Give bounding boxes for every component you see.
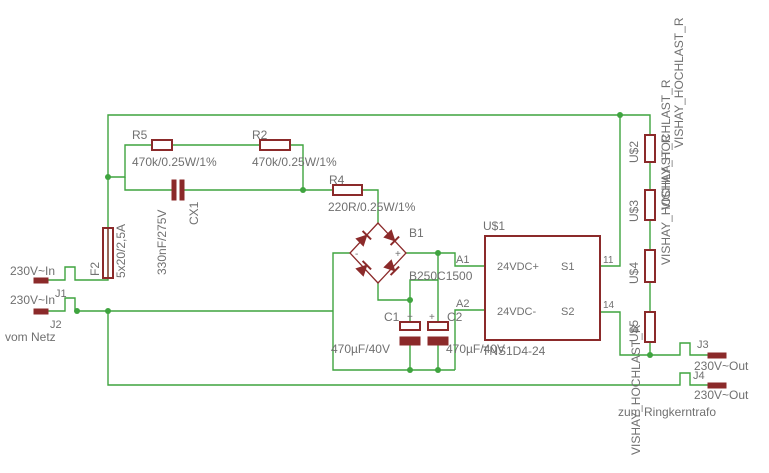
svg-text:+: + — [395, 249, 401, 260]
j2-note: vom Netz — [5, 330, 56, 344]
load-resistor-u3: U$3 VISHAY_HOCHLAST_R — [627, 79, 673, 222]
fuse-f2: F2 5x20/2,5A — [88, 224, 128, 279]
r5-value: 470k/0.25W/1% — [132, 155, 217, 169]
u1-pin-s1: S1 — [561, 261, 574, 273]
connector-j2: 230V~In J2 vom Netz — [5, 293, 62, 344]
u5-value: VISHAY_HOCHLAST_R — [629, 324, 643, 455]
svg-text:+: + — [429, 312, 435, 323]
junctions — [74, 112, 653, 373]
j3-label: 230V~Out — [694, 359, 749, 373]
r4-name: R4 — [329, 173, 345, 187]
j2-label: 230V~In — [10, 293, 55, 307]
capacitor-cx1: CX1 330nF/275V — [155, 179, 201, 275]
u3-name: U$3 — [627, 200, 641, 222]
u1-pin-minus: 24VDC- — [497, 306, 536, 318]
u1-value: TNS1D4-24 — [482, 344, 546, 358]
connector-j1: 230V~In J1 — [10, 264, 67, 300]
module-u1: U$1 24VDC+ 24VDC- S1 S2 TNS1D4-24 A1 A2 … — [456, 219, 615, 358]
j3-name: J3 — [697, 339, 709, 351]
f2-value: 5x20/2,5A — [114, 224, 128, 278]
j4-label: 230V~Out — [694, 388, 749, 402]
svg-text:-: - — [355, 249, 358, 260]
pin-14: 14 — [603, 300, 615, 311]
u4-value: VISHAY_HOCHLAST_R — [659, 134, 673, 265]
r2-name: R2 — [252, 128, 268, 142]
load-resistor-u4: U$4 VISHAY_HOCHLAST_R — [627, 134, 673, 284]
load-resistor-u2: U$2 VISHAY_HOCHLAST_R — [627, 17, 686, 163]
j4-name: J4 — [693, 370, 705, 382]
connector-j4: J4 230V~Out zum Ringkerntrafo — [618, 370, 749, 419]
f2-name: F2 — [88, 262, 102, 276]
b1-name: B1 — [409, 226, 424, 240]
capacitor-c1: + C1 470µF/40V — [331, 310, 421, 356]
c1-value: 470µF/40V — [331, 342, 390, 356]
r5-name: R5 — [132, 128, 148, 142]
u1-pin-plus: 24VDC+ — [497, 261, 539, 273]
u2-name: U$2 — [627, 141, 641, 163]
j1-label: 230V~In — [10, 264, 55, 278]
net-a1: A1 — [456, 254, 469, 266]
u2-value: VISHAY_HOCHLAST_R — [672, 17, 686, 148]
b1-value: B250C1500 — [409, 269, 473, 283]
connector-j3: J3 230V~Out — [694, 339, 749, 373]
svg-text:+: + — [407, 312, 413, 323]
r2-value: 470k/0.25W/1% — [252, 155, 337, 169]
j1-name: J1 — [55, 288, 67, 300]
j4-note: zum Ringkerntrafo — [618, 405, 716, 419]
wires — [40, 114, 708, 386]
bridge-rectifier-b1: - + B1 B250C1500 — [349, 222, 473, 284]
u1-pin-s2: S2 — [561, 306, 574, 318]
u1-name: U$1 — [483, 219, 505, 233]
c1-name: C1 — [384, 310, 400, 324]
c2-value: 470µF/40V — [446, 342, 505, 356]
r4-value: 220R/0.25W/1% — [328, 200, 416, 214]
j2-name: J2 — [50, 319, 62, 331]
c2-name: C2 — [447, 310, 463, 324]
resistor-r2: R2 470k/0.25W/1% — [252, 128, 337, 169]
resistor-r5: R5 470k/0.25W/1% — [132, 128, 217, 169]
capacitor-c2: + C2 470µF/40V — [427, 310, 505, 356]
net-a2: A2 — [456, 298, 469, 310]
pin-11: 11 — [603, 255, 614, 266]
resistor-r4: R4 220R/0.25W/1% — [328, 173, 416, 214]
u3-value: VISHAY_HOCHLAST_R — [659, 79, 673, 210]
cx1-value: 330nF/275V — [155, 210, 169, 275]
load-resistor-u5: U$5 VISHAY_HOCHLAST_R — [627, 311, 656, 455]
u5-name: U$5 — [627, 320, 641, 342]
cx1-name: CX1 — [187, 201, 201, 225]
u4-name: U$4 — [627, 262, 641, 284]
